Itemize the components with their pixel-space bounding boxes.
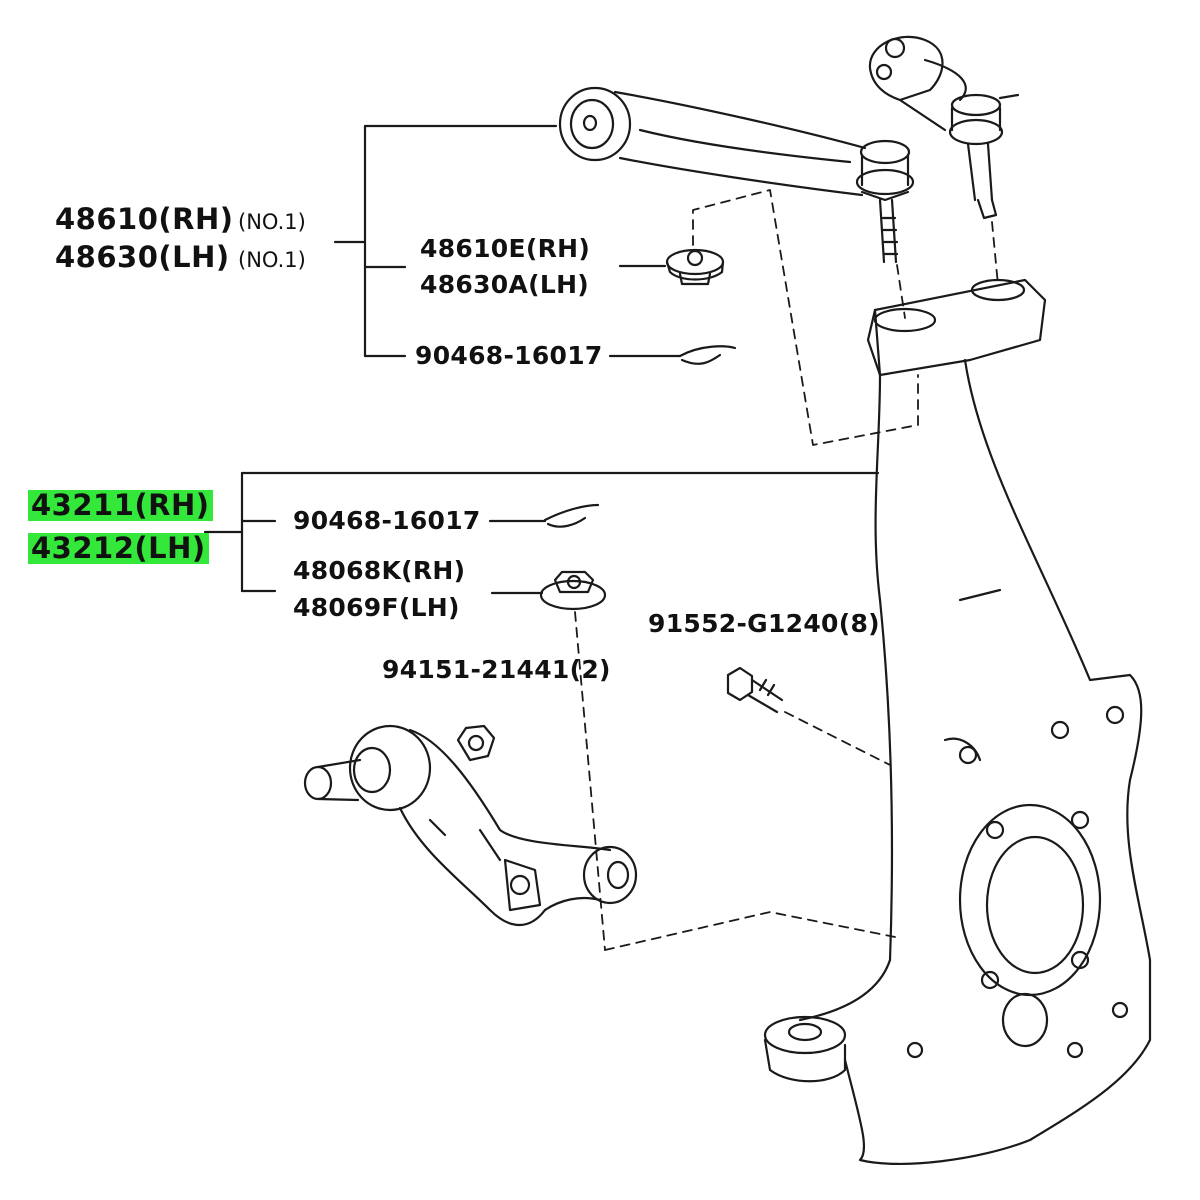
upper-arm-no-rh-label: (NO.1) — [238, 210, 306, 234]
steering-knuckle — [763, 278, 1152, 1166]
cotter-pin-lower — [543, 503, 600, 528]
upper-ball-joint — [868, 35, 1020, 220]
knuckle-lh-label: 43212(LH) — [28, 533, 209, 564]
upper-arm-rh-label: 48610(RH) — [55, 202, 234, 236]
nut-lh-label: 48069F(LH) — [293, 593, 460, 622]
dashed-guides — [574, 189, 999, 951]
bushing-part — [665, 248, 725, 286]
upper-control-arm — [558, 86, 915, 264]
cotter-pin-lower-label: 90468-16017 — [293, 506, 481, 535]
bushing-lh-label: 48630A(LH) — [420, 270, 590, 299]
lower-control-arm — [303, 724, 638, 926]
bracket-knuckle — [203, 471, 880, 595]
bolt-label: 91552-G1240(8) — [648, 609, 880, 638]
nut-rh-label: 48068K(RH) — [293, 556, 466, 585]
cotter-pin-upper — [678, 345, 737, 365]
cotter-pin-upper-label: 90468-16017 — [415, 341, 603, 370]
flange-bolt — [726, 666, 784, 714]
upper-arm-no-lh-label: (NO.1) — [238, 248, 306, 272]
knuckle-rh-label: 43211(RH) — [28, 490, 213, 521]
bracket-upper-arm — [333, 124, 682, 358]
castle-nut — [539, 570, 607, 611]
bushing-rh-label: 48610E(RH) — [420, 234, 591, 263]
hex-nut — [456, 724, 496, 762]
upper-arm-lh-label: 48630(LH) — [55, 240, 230, 274]
lower-nut-label: 94151-21441(2) — [382, 655, 611, 684]
